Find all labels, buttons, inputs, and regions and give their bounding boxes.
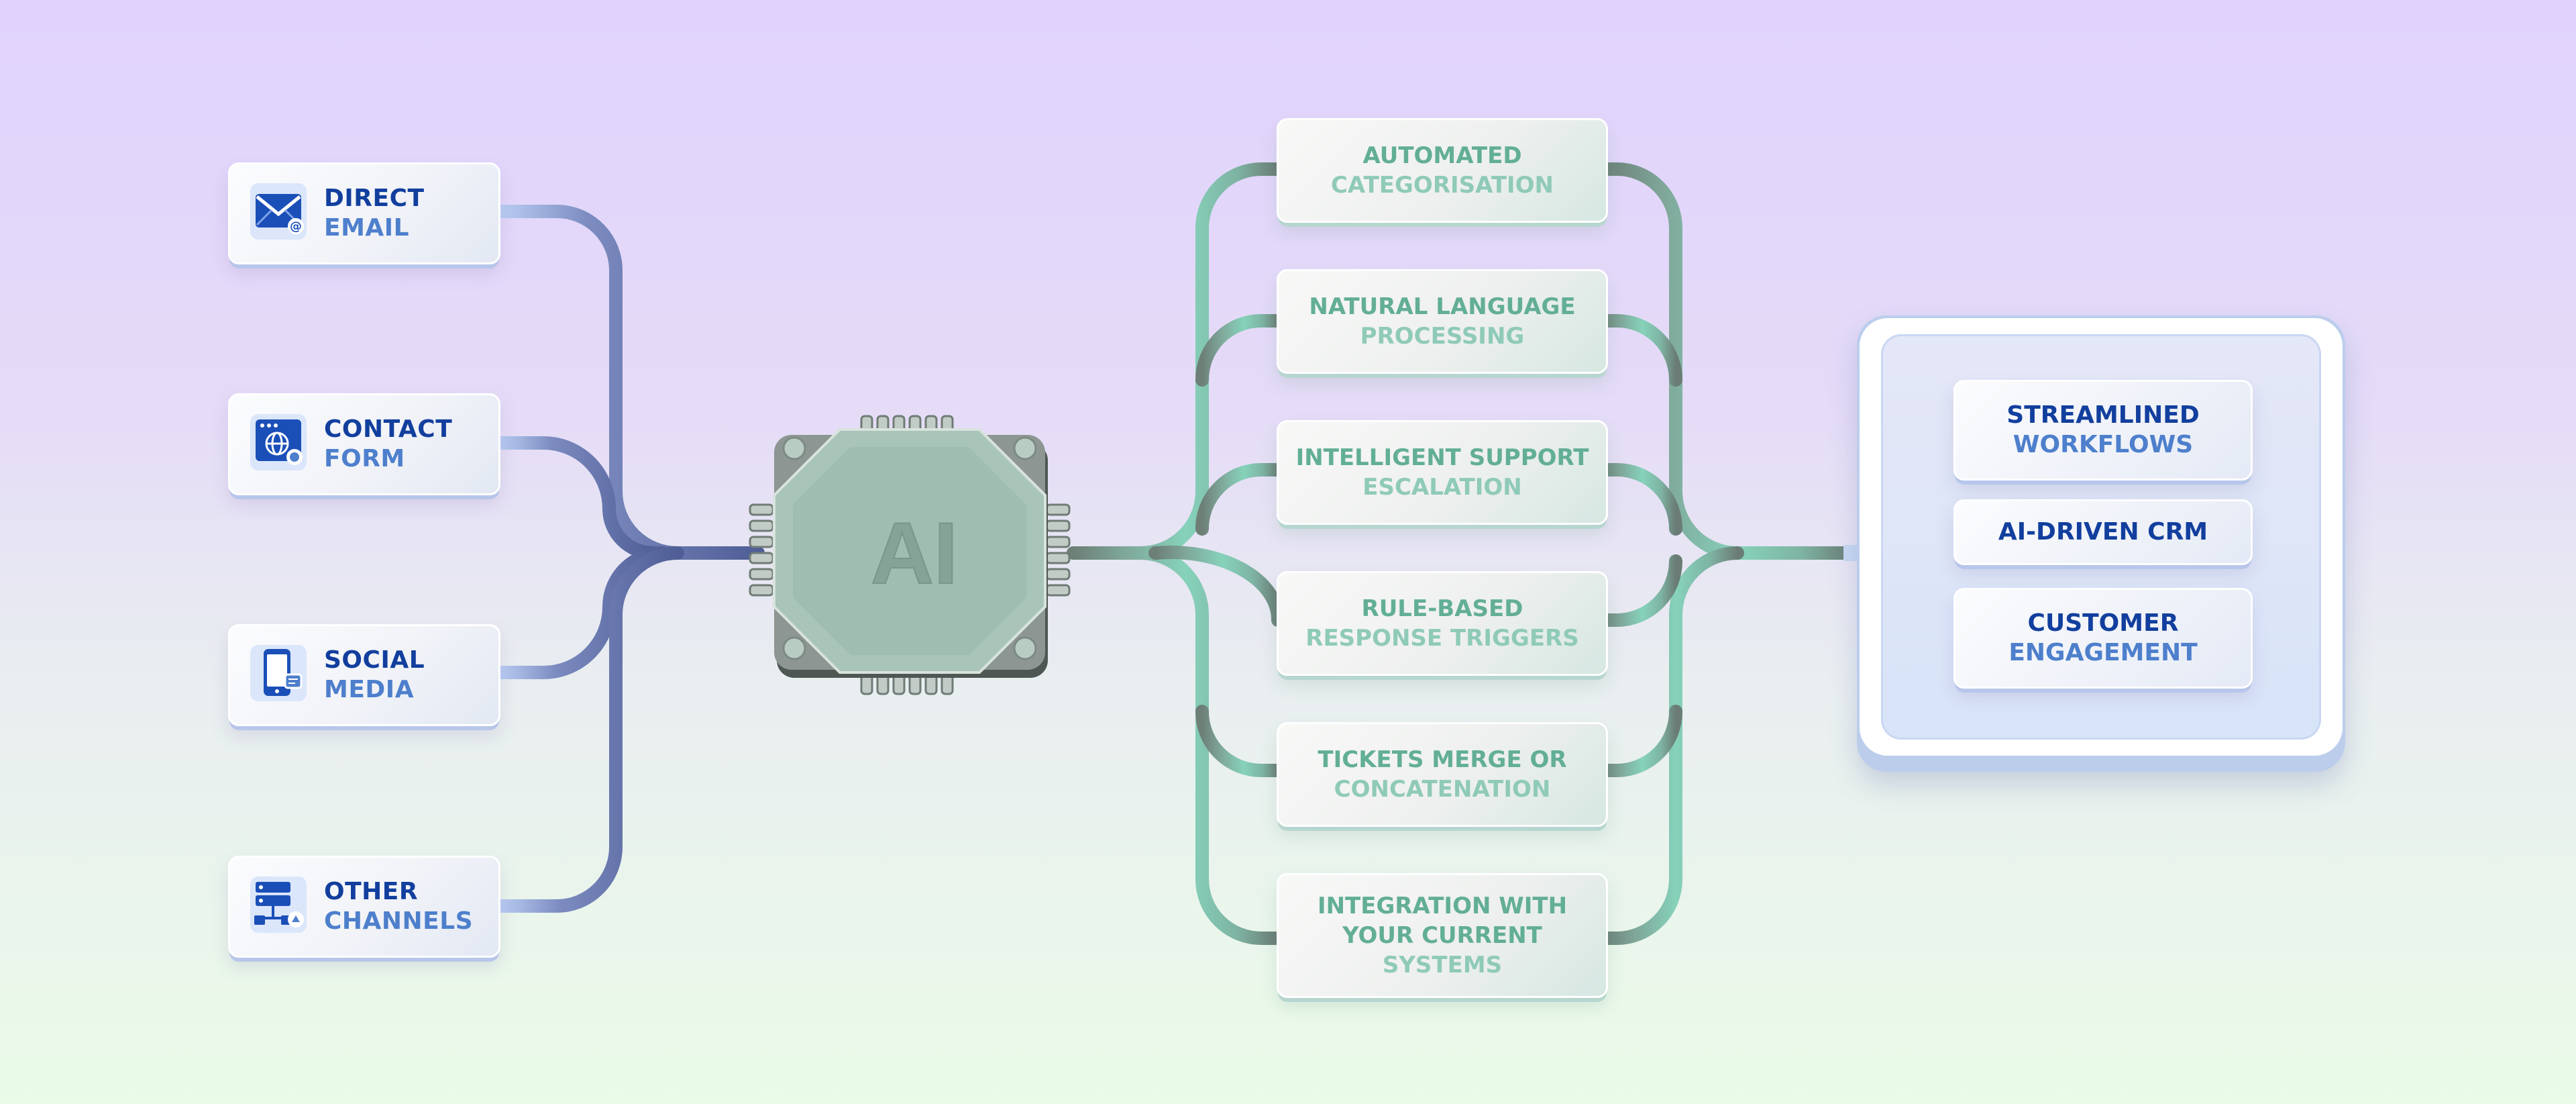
feature-line: RESPONSE TRIGGERS: [1305, 625, 1579, 652]
feature-line: ESCALATION: [1362, 474, 1522, 501]
feature-card-integration: INTEGRATION WITH YOUR CURRENT SYSTEMS: [1277, 873, 1608, 998]
svg-text:@: @: [290, 219, 302, 234]
feature-line: CATEGORISATION: [1330, 172, 1554, 199]
outcome-line: CUSTOMER: [2027, 609, 2179, 637]
source-subtitle: EMAIL: [324, 214, 410, 242]
source-card-social-media: SOCIAL MEDIA: [228, 624, 500, 726]
email-icon: @: [249, 182, 308, 241]
source-title: SOCIAL: [324, 646, 425, 674]
web-form-icon: [249, 413, 308, 472]
feature-card-rule-based-response-triggers: RULE-BASED RESPONSE TRIGGERS: [1277, 571, 1608, 676]
feature-line: RULE-BASED: [1361, 595, 1523, 622]
source-card-other-channels: OTHER CHANNELS: [228, 856, 500, 958]
source-card-contact-form: CONTACT FORM: [228, 393, 500, 495]
feature-line: INTEGRATION WITH: [1317, 893, 1568, 919]
feature-line: CONCATENATION: [1334, 776, 1551, 803]
feature-card-natural-language-processing: NATURAL LANGUAGE PROCESSING: [1277, 269, 1608, 374]
source-subtitle: CHANNELS: [324, 907, 474, 935]
feature-card-intelligent-support-escalation: INTELLIGENT SUPPORT ESCALATION: [1277, 420, 1608, 525]
feature-line: SYSTEMS: [1382, 952, 1503, 978]
server-network-icon: [249, 875, 308, 934]
chip-label: AI: [871, 504, 958, 602]
outcome-card-customer-engagement: CUSTOMER ENGAGEMENT: [1953, 588, 2253, 689]
feature-line: NATURAL LANGUAGE: [1309, 293, 1576, 320]
outcome-card-streamlined-workflows: STREAMLINED WORKFLOWS: [1953, 380, 2253, 481]
feature-line: AUTOMATED: [1362, 142, 1522, 169]
outcome-card-ai-driven-crm: AI-DRIVEN CRM: [1953, 499, 2253, 565]
feature-card-tickets-merge: TICKETS MERGE OR CONCATENATION: [1277, 722, 1608, 827]
feature-line: INTELLIGENT SUPPORT: [1295, 444, 1589, 471]
source-title: CONTACT: [324, 415, 453, 443]
outcome-line: WORKFLOWS: [2012, 431, 2194, 458]
outcome-line: STREAMLINED: [2006, 401, 2200, 429]
source-subtitle: MEDIA: [324, 676, 415, 703]
feature-line: YOUR CURRENT: [1342, 922, 1542, 949]
source-card-direct-email: @ DIRECT EMAIL: [228, 162, 500, 264]
source-title: DIRECT: [324, 185, 425, 212]
outcome-line: AI-DRIVEN CRM: [1998, 518, 2208, 546]
source-subtitle: FORM: [324, 445, 405, 472]
ai-chip: AI: [749, 415, 1071, 695]
feature-line: PROCESSING: [1360, 323, 1525, 350]
phone-icon: [249, 644, 308, 703]
feature-card-automated-categorisation: AUTOMATED CATEGORISATION: [1277, 118, 1608, 223]
feature-line: TICKETS MERGE OR: [1318, 746, 1567, 773]
source-connectors: [491, 205, 765, 913]
source-title: OTHER: [324, 878, 419, 905]
feature-connectors: [1067, 162, 1858, 945]
outcome-line: ENGAGEMENT: [2008, 639, 2198, 666]
